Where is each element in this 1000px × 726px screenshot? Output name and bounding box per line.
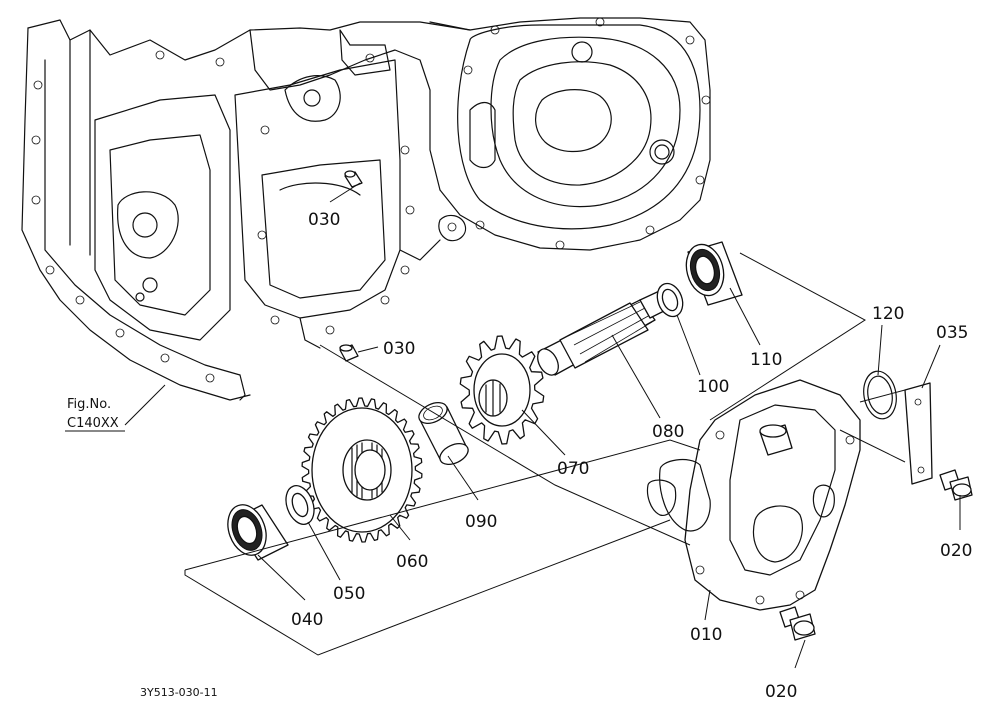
part-label-120: 120 bbox=[872, 304, 904, 324]
fig-reference-label: Fig.No. bbox=[67, 397, 111, 412]
part-label-030-lower: 030 bbox=[383, 339, 415, 359]
dowel-pin-030-lower bbox=[339, 344, 359, 362]
transmission-case bbox=[21, 17, 711, 401]
gear-060 bbox=[301, 397, 423, 543]
bushing-090 bbox=[418, 402, 469, 465]
washer-050 bbox=[285, 485, 315, 525]
shaft-080 bbox=[537, 285, 680, 376]
part-label-090: 090 bbox=[465, 512, 497, 532]
drawing-code: 3Y513-030-11 bbox=[140, 686, 218, 699]
leader-lines bbox=[124, 182, 961, 669]
part-label-070: 070 bbox=[557, 459, 589, 479]
bolt-020-right bbox=[939, 469, 973, 501]
dowel-pin-030-upper bbox=[344, 170, 363, 188]
bearing-040 bbox=[227, 504, 289, 561]
part-label-100: 100 bbox=[697, 377, 729, 397]
snap-ring-120 bbox=[863, 370, 897, 420]
part-label-035: 035 bbox=[936, 323, 968, 343]
cover-010 bbox=[646, 379, 861, 611]
assembly-lines bbox=[184, 252, 906, 656]
part-label-060: 060 bbox=[396, 552, 428, 572]
part-label-040: 040 bbox=[291, 610, 323, 630]
plate-035 bbox=[904, 382, 933, 485]
part-label-080: 080 bbox=[652, 422, 684, 442]
part-label-050: 050 bbox=[333, 584, 365, 604]
bolt-020-bottom bbox=[779, 606, 816, 641]
part-label-020-right: 020 bbox=[940, 541, 972, 561]
fig-reference-code: C140XX bbox=[67, 416, 119, 431]
part-label-110: 110 bbox=[750, 350, 782, 370]
part-label-020-bottom: 020 bbox=[765, 682, 797, 702]
bearing-110 bbox=[685, 241, 743, 306]
part-label-010: 010 bbox=[690, 625, 722, 645]
washer-100 bbox=[656, 282, 684, 318]
part-label-030-upper: 030 bbox=[308, 210, 340, 230]
gear-070 bbox=[459, 335, 545, 445]
